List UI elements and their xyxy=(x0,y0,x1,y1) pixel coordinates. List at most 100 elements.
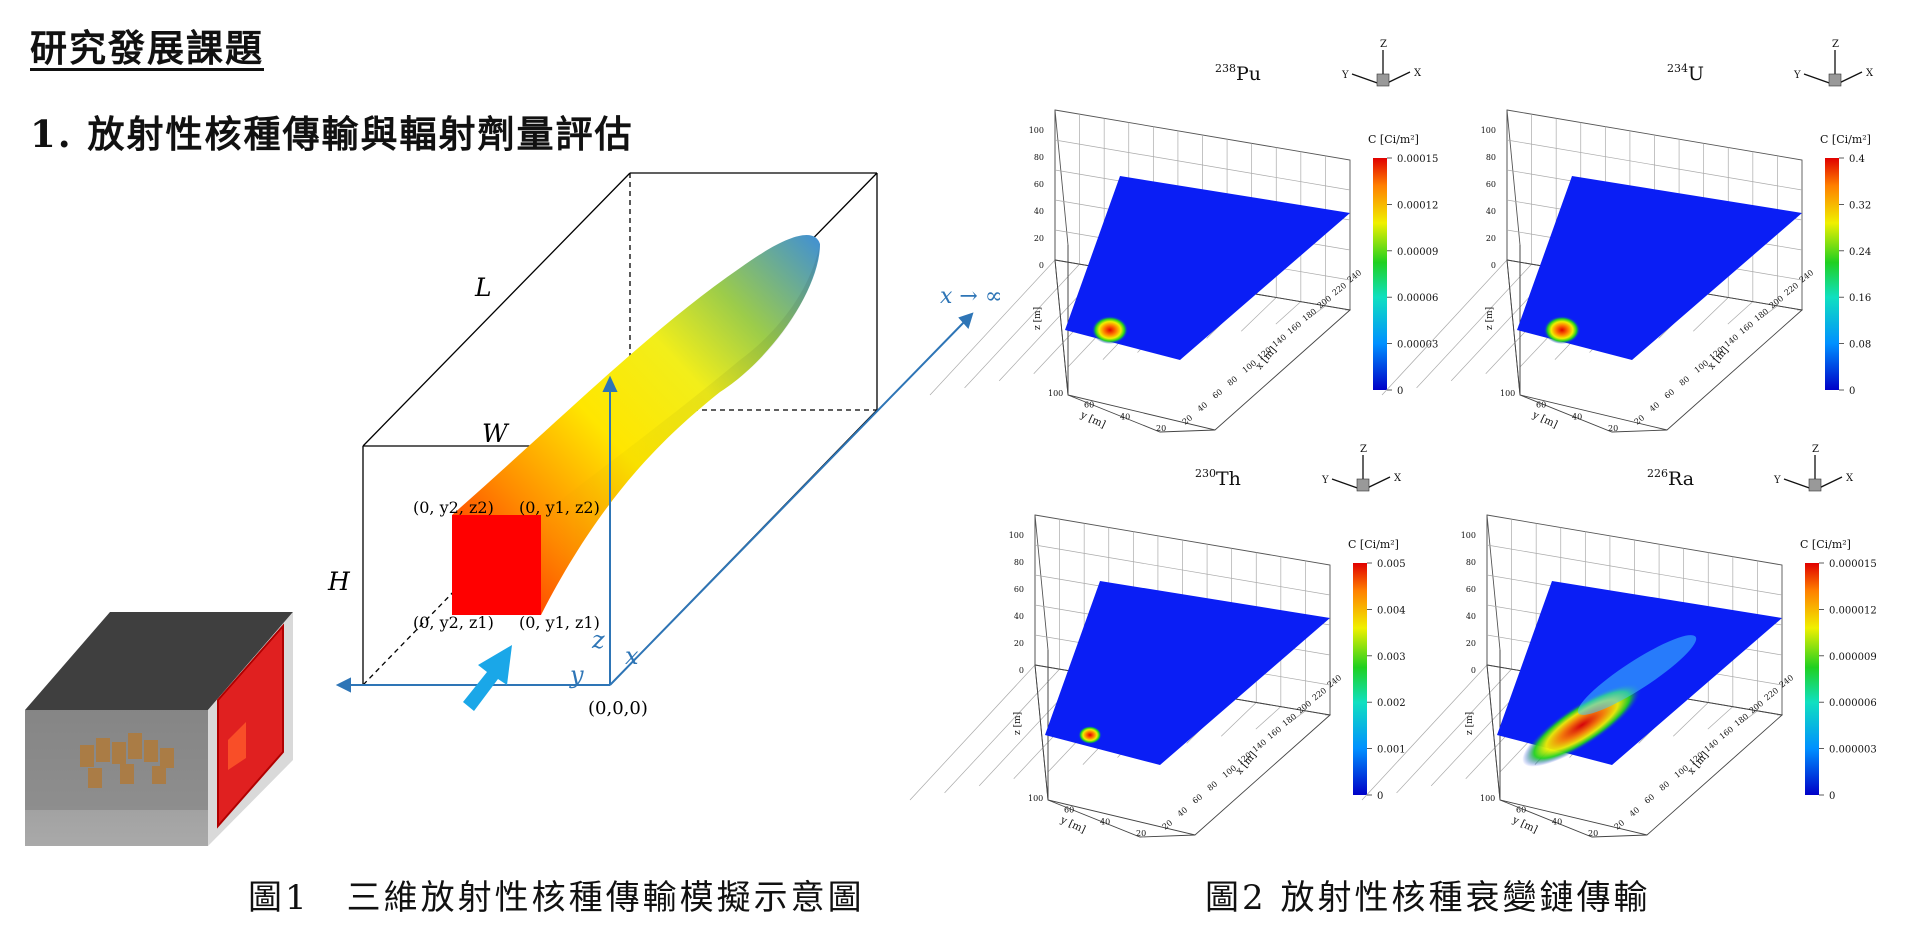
panel-title: 226Ra xyxy=(1647,467,1694,490)
x-tick-label: 60 xyxy=(1643,792,1657,805)
x-tick-label: 180 xyxy=(1753,307,1771,324)
grid-line xyxy=(964,263,1080,389)
z-tick-label: 80 xyxy=(1014,558,1024,567)
element-symbol: Th xyxy=(1216,468,1241,490)
storage-facility xyxy=(25,612,293,846)
y-axis-label: y [m] xyxy=(1078,409,1107,430)
grid-line xyxy=(1693,297,1729,332)
triad-cube xyxy=(1828,73,1842,87)
y-axis-label: y [m] xyxy=(1058,814,1087,835)
colorbar-label: C [Ci/m²] xyxy=(1800,538,1851,551)
triad-y-label: Y xyxy=(1793,70,1801,81)
side-wall xyxy=(1034,514,1049,801)
colorbar-tick-label: 0.005 xyxy=(1377,559,1406,570)
colorbar-tick-label: 0.4 xyxy=(1849,154,1865,165)
z-tick-label: 0 xyxy=(1491,261,1496,270)
y-tick-label: 20 xyxy=(1588,829,1598,838)
grid-line xyxy=(1506,139,1803,191)
colorbar-tick-label: 0.000009 xyxy=(1829,652,1877,663)
x-tick-label: 140 xyxy=(1271,333,1289,350)
source-block xyxy=(452,515,541,615)
plume-hotspot xyxy=(1091,316,1129,344)
figure2-caption: 圖2 放射性核種衰變鏈傳輸 xyxy=(1205,878,1651,918)
triad-z-label: Z xyxy=(1380,39,1387,50)
x-tick-label: 240 xyxy=(1798,268,1816,285)
plume-tail xyxy=(1577,635,1697,715)
triad-cube xyxy=(1808,478,1822,492)
section-title: 1. 放射性核種傳輸與輻射劑量評估 xyxy=(30,112,634,156)
grid-line xyxy=(1381,259,1508,396)
transport-schematic: L W H x → ∞ x y z (0,0,0) (0, y2, z2) (0… xyxy=(25,172,1000,846)
y-tick-label: 60 xyxy=(1536,401,1546,410)
label-origin: (0,0,0) xyxy=(588,698,648,719)
page-heading: 研究發展課題 xyxy=(30,26,264,70)
x-tick-label: 200 xyxy=(1768,294,1786,311)
z-tick-label: 80 xyxy=(1466,558,1476,567)
orientation-triad: Z Y X xyxy=(1341,39,1422,87)
label-corner-bottom-right: (0, y1, z1) xyxy=(519,613,600,632)
colorbar-scale xyxy=(1353,563,1367,795)
x-tick-label: 40 xyxy=(1176,805,1190,818)
label-height: H xyxy=(327,567,351,596)
triad-x-label: X xyxy=(1414,68,1422,79)
grid-line xyxy=(1486,544,1783,596)
x-tick-label: 220 xyxy=(1783,281,1801,298)
triad-z-label: Z xyxy=(1832,39,1839,50)
grid-line xyxy=(1742,710,1758,723)
y-axis-label: y [m] xyxy=(1530,409,1559,430)
x-tick-label: 240 xyxy=(1778,673,1796,690)
z-tick-label: 20 xyxy=(1466,639,1476,648)
colorbar-label: C [Ci/m²] xyxy=(1820,133,1871,146)
colorbar-tick-label: 0 xyxy=(1377,791,1383,802)
element-symbol: Pu xyxy=(1236,63,1261,85)
grid-line xyxy=(1255,706,1282,730)
grid-line xyxy=(1241,297,1277,332)
x-tick-label: 240 xyxy=(1346,268,1364,285)
x-tick-label: 180 xyxy=(1301,307,1319,324)
x-tick-label: 200 xyxy=(1316,294,1334,311)
z-tick-label: 0 xyxy=(1039,261,1044,270)
x-tick-label: 40 xyxy=(1196,400,1210,413)
z-tick-label: 40 xyxy=(1486,207,1496,216)
x-tick-label: 140 xyxy=(1703,738,1721,755)
x-tick-label: 180 xyxy=(1733,712,1751,729)
triad-y-label: Y xyxy=(1341,70,1349,81)
triad-z-label: Z xyxy=(1360,444,1367,455)
y-tick-label: 20 xyxy=(1608,424,1618,433)
colorbar: C [Ci/m²]0.40.320.240.160.080 xyxy=(1820,133,1871,397)
colorbar-tick-label: 0.00012 xyxy=(1397,200,1438,211)
z-tick-label: 0 xyxy=(1019,666,1024,675)
panel-title: 238Pu xyxy=(1215,62,1261,85)
x-tick-label: 80 xyxy=(1226,374,1240,387)
y-tick-label: 40 xyxy=(1120,412,1130,421)
grid-line xyxy=(944,668,1060,794)
colorbar-tick-label: 0.001 xyxy=(1377,745,1406,756)
x-tick-label: 220 xyxy=(1311,686,1329,703)
x-tick-label: 220 xyxy=(1331,281,1349,298)
colorbar-tick-label: 0.00003 xyxy=(1397,340,1438,351)
axis-base-line xyxy=(1519,394,1668,433)
label-length: L xyxy=(474,273,492,302)
z-tick-label: 20 xyxy=(1014,639,1024,648)
y-tick-label: 100 xyxy=(1500,389,1515,398)
triad-x-label: X xyxy=(1394,473,1402,484)
grid-line xyxy=(1290,710,1306,723)
grid-line xyxy=(1310,305,1326,318)
colorbar-tick-label: 0 xyxy=(1849,386,1855,397)
x-tick-label: 60 xyxy=(1663,387,1677,400)
grid-line xyxy=(909,664,1036,801)
label-corner-top-left: (0, y2, z2) xyxy=(413,498,494,517)
triad-cube xyxy=(1356,478,1370,492)
plume-hotspot xyxy=(1078,726,1102,744)
grid-line xyxy=(1673,702,1709,737)
colorbar-scale xyxy=(1825,158,1839,390)
z-tick-label: 100 xyxy=(1009,531,1024,540)
figure1-caption: 圖1 三維放射性核種傳輸模擬示意圖 xyxy=(248,878,865,918)
concentration-plane xyxy=(1045,581,1330,765)
